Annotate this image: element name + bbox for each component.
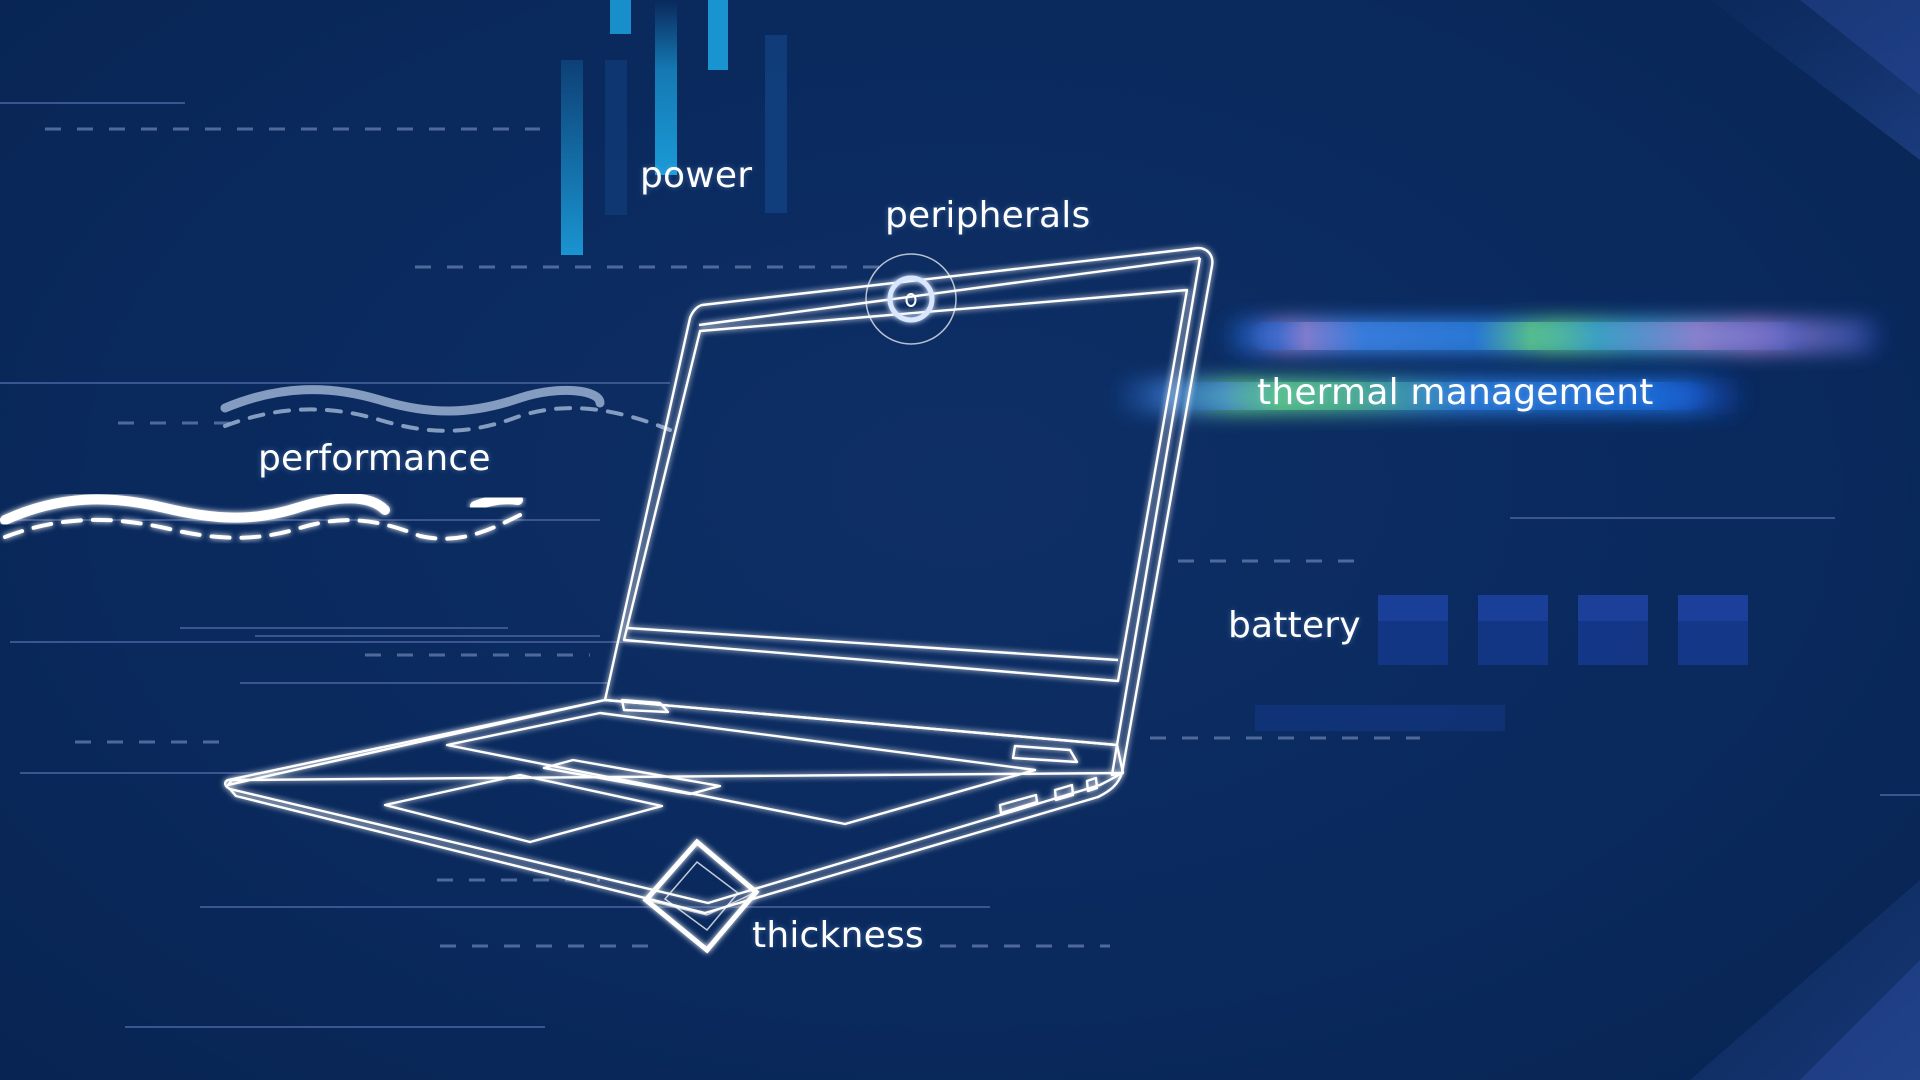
battery-cells bbox=[1255, 595, 1748, 731]
power-label: power bbox=[640, 155, 753, 196]
power-bars bbox=[561, 0, 787, 255]
corner-decoration-top-right bbox=[1710, 0, 1920, 160]
peripherals-label: peripherals bbox=[885, 195, 1091, 236]
performance-waves bbox=[0, 385, 672, 541]
webcam-icon bbox=[865, 253, 957, 345]
diamond-layers-icon bbox=[642, 838, 760, 954]
background-lines bbox=[0, 102, 1920, 1028]
performance-label: performance bbox=[258, 438, 491, 479]
thermal-management-label: thermal management bbox=[1257, 372, 1654, 413]
thickness-label: thickness bbox=[752, 915, 924, 956]
laptop-outline bbox=[224, 246, 1214, 915]
thermal-glow-bars bbox=[1110, 318, 1890, 414]
corner-decoration-bottom-right bbox=[1690, 880, 1920, 1080]
battery-label: battery bbox=[1228, 605, 1361, 646]
